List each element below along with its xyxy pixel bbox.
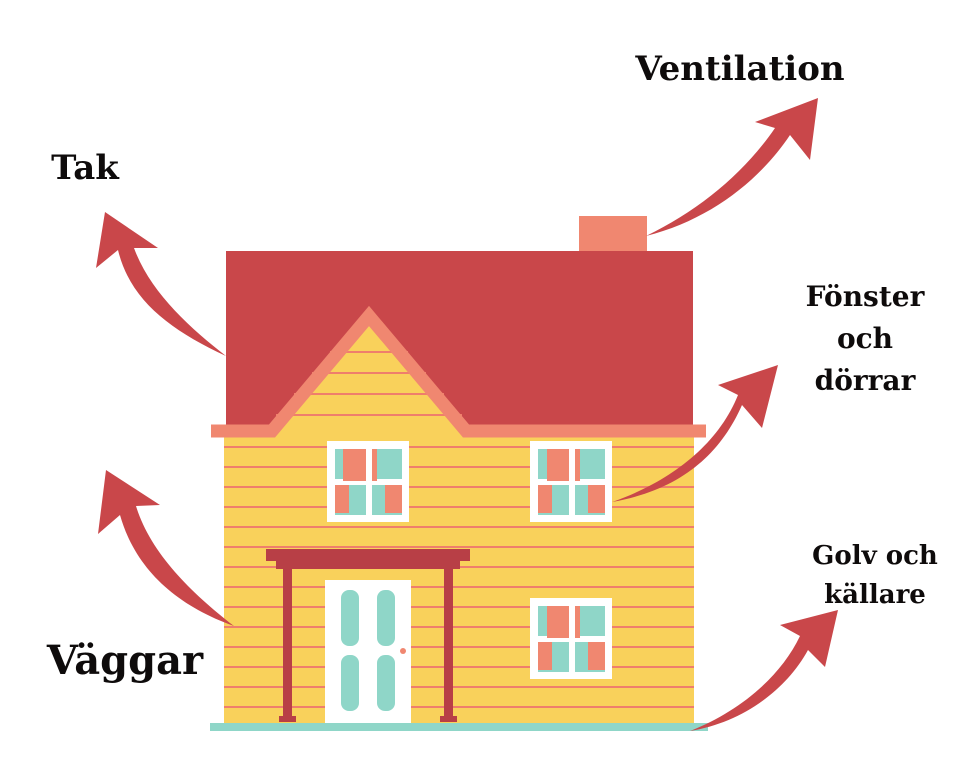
label-tak: Tak [51,148,119,188]
ground-line [210,723,708,731]
label-ventilation: Ventilation [635,49,845,89]
porch [266,549,470,722]
label-fonster-och-dorrar: Fönster och dörrar [805,280,925,397]
arrow-vaggar [98,470,234,626]
house-wall [224,430,694,726]
arrow-tak [96,212,226,356]
label-golv-och-kallare: Golv och källare [812,541,938,610]
eave-trim [211,305,706,438]
arrow-fonster [612,365,778,502]
label-vaggar: Väggar [46,637,204,684]
window-upper-right [530,441,612,522]
siding-lines [224,351,694,708]
window-lower-right [530,598,612,679]
arrow-golv [690,610,838,731]
arrow-ventilation [646,98,818,236]
chimney [579,216,647,251]
gable [268,312,470,430]
front-door [325,580,411,723]
window-upper-left [327,441,409,522]
